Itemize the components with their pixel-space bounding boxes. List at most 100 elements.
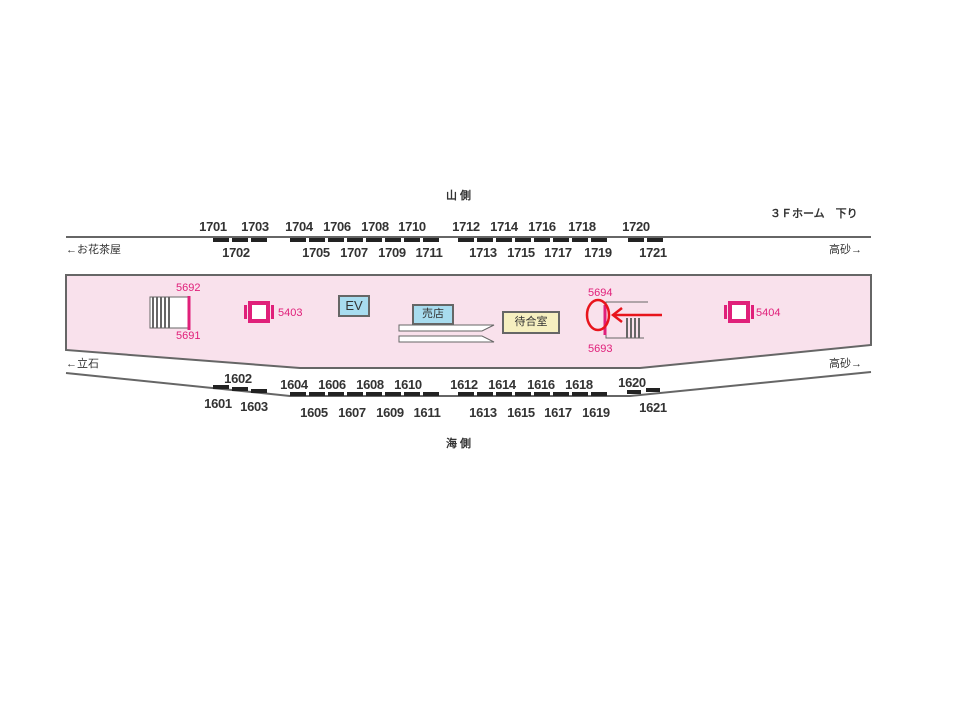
stairs-left-icon	[149, 296, 191, 330]
car-position-label: 1715	[507, 245, 535, 260]
car-position-label: 1717	[544, 245, 572, 260]
platform-area	[65, 274, 872, 369]
pillar-right-id: 5404	[756, 307, 781, 319]
door-marker	[572, 238, 588, 242]
car-position-label: 1718	[568, 219, 596, 234]
door-marker	[290, 238, 306, 242]
car-position-label: 1706	[323, 219, 351, 234]
car-position-label: 1610	[394, 377, 422, 392]
car-position-label: 1617	[544, 405, 572, 420]
car-position-label: 1606	[318, 377, 346, 392]
door-marker	[458, 238, 474, 242]
door-marker	[385, 392, 401, 396]
car-position-label: 1713	[469, 245, 497, 260]
car-position-label: 1709	[378, 245, 406, 260]
car-position-label: 1613	[469, 405, 497, 420]
car-position-label: 1615	[507, 405, 535, 420]
pillar-left-icon	[244, 301, 274, 323]
door-marker	[628, 238, 644, 242]
car-position-label: 1621	[639, 400, 667, 415]
car-position-label: 1712	[452, 219, 480, 234]
door-marker	[347, 392, 363, 396]
door-marker	[553, 238, 569, 242]
door-marker	[404, 392, 420, 396]
door-marker	[477, 238, 493, 242]
car-position-label: 1618	[565, 377, 593, 392]
door-marker	[232, 387, 248, 391]
car-position-label: 1701	[199, 219, 227, 234]
car-position-label: 1605	[300, 405, 328, 420]
elevator-box: EV	[338, 295, 370, 317]
car-position-label: 1604	[280, 377, 308, 392]
car-position-label: 1719	[584, 245, 612, 260]
car-position-label: 1614	[488, 377, 516, 392]
car-position-label: 1720	[622, 219, 650, 234]
car-position-label: 1607	[338, 405, 366, 420]
door-marker	[213, 385, 229, 389]
door-marker	[423, 392, 439, 396]
direction-lower-left: ←立石	[66, 358, 99, 370]
kiosk-box: 売店	[412, 304, 454, 325]
car-position-label: 1612	[450, 377, 478, 392]
door-marker	[534, 392, 550, 396]
car-position-label: 1601	[204, 396, 232, 411]
door-marker	[366, 392, 382, 396]
stairs-left-top-id: 5692	[176, 282, 201, 294]
door-marker	[646, 388, 660, 392]
car-position-label: 1620	[618, 375, 646, 390]
direction-lower-right: 高砂→	[829, 358, 862, 370]
car-position-label: 1602	[224, 371, 252, 386]
door-marker	[572, 392, 588, 396]
car-position-label: 1616	[527, 377, 555, 392]
pillar-left-id: 5403	[278, 307, 303, 319]
door-marker	[404, 238, 420, 242]
door-marker	[496, 238, 512, 242]
car-position-label: 1710	[398, 219, 426, 234]
stairs-right-icon	[603, 301, 648, 339]
car-position-label: 1714	[490, 219, 518, 234]
door-marker	[213, 238, 229, 242]
direction-upper-left: ←お花茶屋	[66, 244, 121, 256]
car-position-label: 1721	[639, 245, 667, 260]
stairs-left-bottom-id: 5691	[176, 330, 201, 342]
door-marker	[328, 392, 344, 396]
car-position-label: 1716	[528, 219, 556, 234]
waiting-room-box: 待合室	[502, 311, 560, 334]
door-marker	[515, 238, 531, 242]
car-position-label: 1703	[241, 219, 269, 234]
door-marker	[251, 389, 267, 393]
door-marker	[328, 238, 344, 242]
highlight-circle	[585, 298, 611, 332]
door-marker	[232, 238, 248, 242]
car-position-label: 1608	[356, 377, 384, 392]
door-marker	[553, 392, 569, 396]
car-position-label: 1603	[240, 399, 268, 414]
door-marker	[251, 238, 267, 242]
car-position-label: 1705	[302, 245, 330, 260]
door-marker	[534, 238, 550, 242]
mountain-side-label: 山 側	[446, 190, 472, 202]
car-position-label: 1708	[361, 219, 389, 234]
door-marker	[385, 238, 401, 242]
stairs-right-top-id: 5694	[588, 287, 613, 299]
kiosk-counter-lower	[398, 335, 495, 343]
car-position-label: 1619	[582, 405, 610, 420]
door-marker	[423, 238, 439, 242]
door-marker	[347, 238, 363, 242]
door-marker	[591, 238, 607, 242]
door-marker	[309, 392, 325, 396]
car-position-label: 1702	[222, 245, 250, 260]
door-marker	[366, 238, 382, 242]
door-marker	[647, 238, 663, 242]
car-position-label: 1609	[376, 405, 404, 420]
door-marker	[496, 392, 512, 396]
door-marker	[515, 392, 531, 396]
pillar-right-icon	[724, 301, 754, 323]
kiosk-counter	[398, 324, 495, 332]
sea-side-label: 海 側	[446, 438, 472, 450]
direction-upper-right: 高砂→	[829, 244, 862, 256]
car-position-label: 1711	[415, 245, 443, 260]
door-marker	[591, 392, 607, 396]
